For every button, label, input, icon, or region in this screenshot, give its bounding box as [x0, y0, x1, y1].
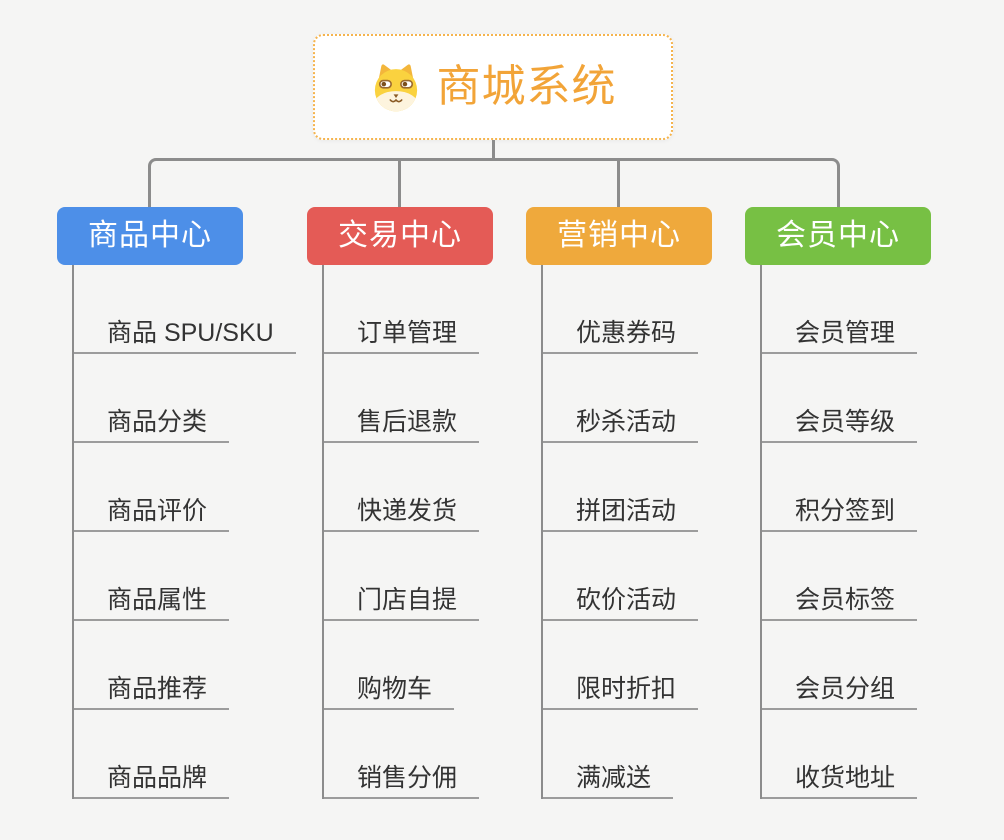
leaf-node-sales-commission[interactable]: 销售分佣	[324, 710, 480, 799]
leaf-node-member-tag[interactable]: 会员标签	[762, 532, 918, 621]
branch-children-product: 商品 SPU/SKU 商品分类 商品评价 商品属性 商品推荐 商品品牌	[72, 265, 296, 799]
dog-face-icon	[370, 61, 422, 113]
leaf-node-coupon-code[interactable]: 优惠券码	[543, 265, 699, 354]
connector-stub-marketing	[617, 160, 620, 207]
leaf-node-points-checkin[interactable]: 积分签到	[762, 443, 918, 532]
leaf-node-express-delivery[interactable]: 快递发货	[324, 443, 480, 532]
branch-node-member-center[interactable]: 会员中心	[745, 207, 931, 265]
leaf-node-shipping-address[interactable]: 收货地址	[762, 710, 918, 799]
branch-children-trade: 订单管理 售后退款 快递发货 门店自提 购物车 销售分佣	[322, 265, 480, 799]
connector-stub-trade	[398, 160, 401, 207]
branch-node-marketing-center[interactable]: 营销中心	[526, 207, 712, 265]
connector-bus	[148, 158, 840, 207]
leaf-node-store-pickup[interactable]: 门店自提	[324, 532, 480, 621]
branch-children-marketing: 优惠券码 秒杀活动 拼团活动 砍价活动 限时折扣 满减送	[541, 265, 699, 799]
branch-node-trade-center[interactable]: 交易中心	[307, 207, 493, 265]
leaf-node-member-management[interactable]: 会员管理	[762, 265, 918, 354]
leaf-node-limited-time-discount[interactable]: 限时折扣	[543, 621, 699, 710]
leaf-node-product-spu-sku[interactable]: 商品 SPU/SKU	[74, 265, 296, 354]
leaf-node-product-recommend[interactable]: 商品推荐	[74, 621, 230, 710]
leaf-node-shopping-cart[interactable]: 购物车	[324, 621, 455, 710]
root-node[interactable]: 商城系统	[313, 34, 673, 140]
connector-root-stub	[492, 140, 495, 160]
leaf-node-after-sales-refund[interactable]: 售后退款	[324, 354, 480, 443]
leaf-node-bargain-activity[interactable]: 砍价活动	[543, 532, 699, 621]
branch-children-member: 会员管理 会员等级 积分签到 会员标签 会员分组 收货地址	[760, 265, 918, 799]
leaf-node-member-group[interactable]: 会员分组	[762, 621, 918, 710]
leaf-node-product-attribute[interactable]: 商品属性	[74, 532, 230, 621]
leaf-node-product-review[interactable]: 商品评价	[74, 443, 230, 532]
branch-node-product-center[interactable]: 商品中心	[57, 207, 243, 265]
leaf-node-member-level[interactable]: 会员等级	[762, 354, 918, 443]
leaf-node-group-buy[interactable]: 拼团活动	[543, 443, 699, 532]
leaf-node-product-category[interactable]: 商品分类	[74, 354, 230, 443]
leaf-node-flash-sale[interactable]: 秒杀活动	[543, 354, 699, 443]
leaf-node-order-management[interactable]: 订单管理	[324, 265, 480, 354]
leaf-node-full-reduction[interactable]: 满减送	[543, 710, 674, 799]
root-title: 商城系统	[436, 62, 617, 111]
leaf-node-product-brand[interactable]: 商品品牌	[74, 710, 230, 799]
